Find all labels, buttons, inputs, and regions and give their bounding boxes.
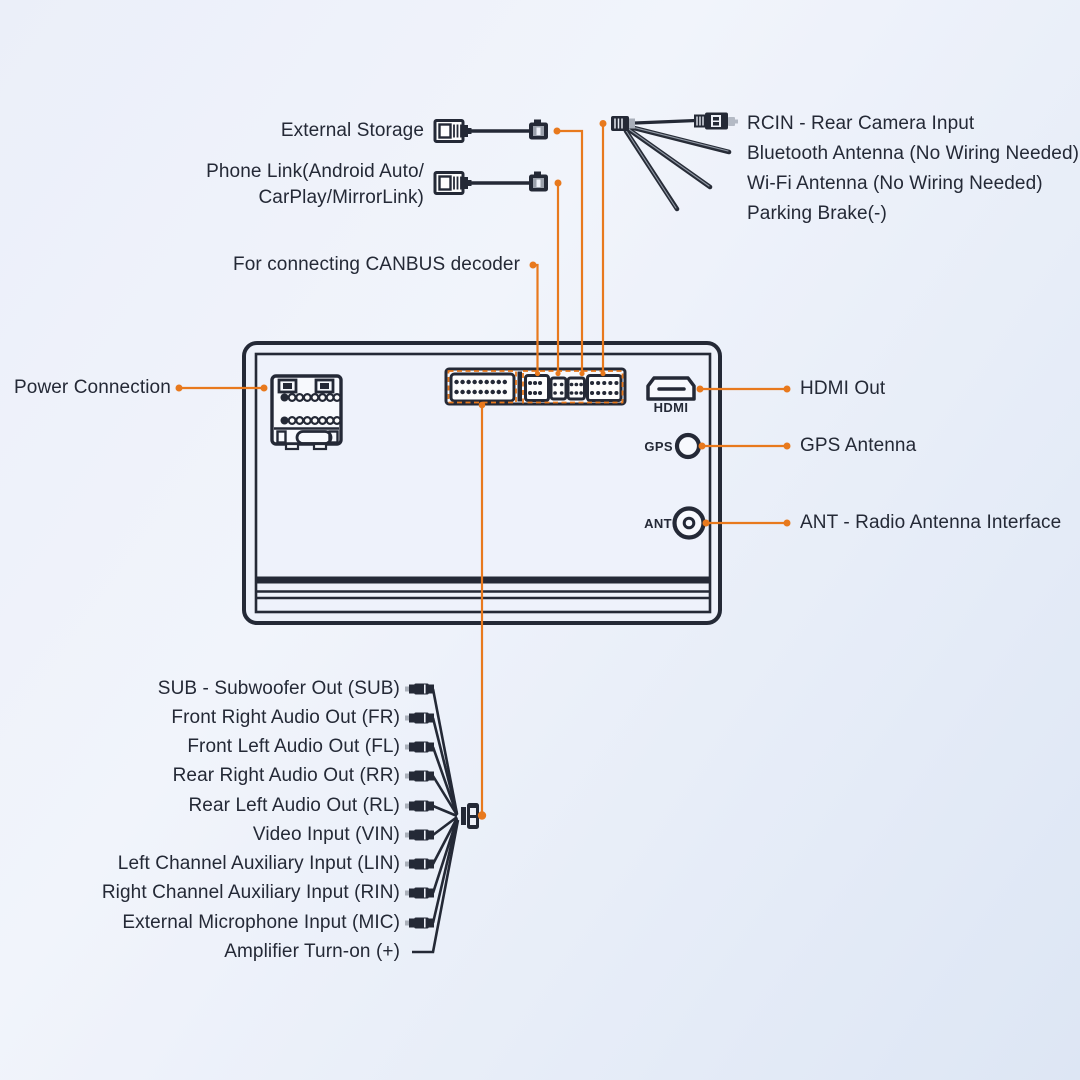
ant-port-graphic [672,506,706,540]
label-gps-antenna: GPS Antenna [800,435,917,456]
rca-bundle-graphic [405,683,479,954]
label-phone-link-line2: CarPlay/MirrorLink) [258,187,424,208]
label-bluetooth-antenna: Bluetooth Antenna (No Wiring Needed) [747,143,1080,164]
usb-adapter-external-storage [433,117,550,144]
label-rear-left-out: Rear Left Audio Out (RL) [188,795,400,816]
label-mic-input: External Microphone Input (MIC) [122,912,400,933]
label-phone-link-line1: Phone Link(Android Auto/ [206,161,424,182]
label-front-left-out: Front Left Audio Out (FL) [187,736,400,757]
usb-adapter-phone-link [433,169,550,196]
label-video-input: Video Input (VIN) [252,824,400,845]
power-connector-graphic [270,374,343,451]
label-parking-brake: Parking Brake(-) [747,203,887,224]
label-sub-out: SUB - Subwoofer Out (SUB) [157,678,400,699]
hdmi-port-graphic [646,376,696,401]
label-wifi-antenna: Wi-Fi Antenna (No Wiring Needed) [747,173,1043,194]
label-front-right-out: Front Right Audio Out (FR) [171,707,400,728]
label-hdmi-out: HDMI Out [800,378,886,399]
label-rear-right-out: Rear Right Audio Out (RR) [172,765,400,786]
label-phone-link: Phone Link(Android Auto/ CarPlay/MirrorL… [206,159,424,211]
label-canbus: For connecting CANBUS decoder [233,254,520,275]
label-power-connection: Power Connection [14,377,171,398]
label-rcin: RCIN - Rear Camera Input [747,113,975,134]
port-label-ant: ANT [644,516,672,531]
main-connector-block [444,367,627,406]
label-right-aux-input: Right Channel Auxiliary Input (RIN) [101,882,400,903]
port-label-gps: GPS [644,439,673,454]
label-left-aux-input: Left Channel Auxiliary Input (LIN) [117,853,400,874]
label-external-storage: External Storage [280,120,424,141]
label-amp-turn-on: Amplifier Turn-on (+) [224,941,400,962]
leader-lines [175,120,791,820]
port-label-hdmi: HDMI [653,400,689,415]
gps-port-graphic [674,432,702,460]
rcin-harness-graphic [611,112,738,212]
label-ant-radio: ANT - Radio Antenna Interface [800,512,1062,533]
